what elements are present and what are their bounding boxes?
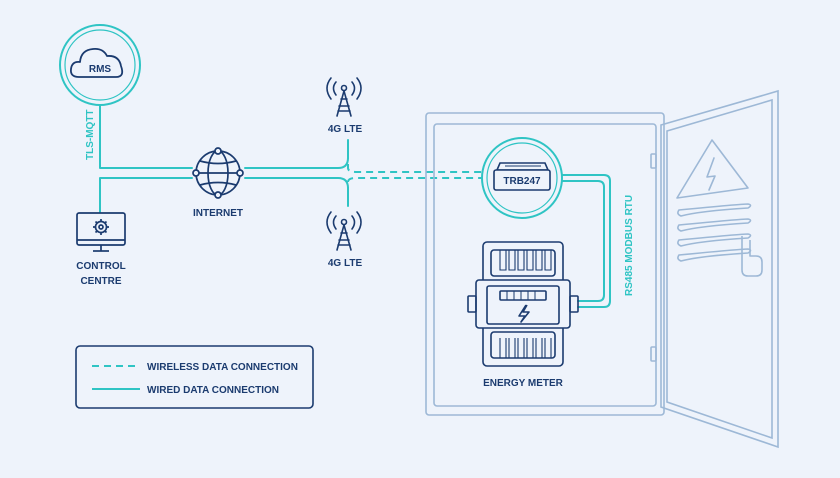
legend-box [75, 345, 314, 409]
rs485-wire-2 [561, 180, 605, 302]
lte-top-wireless [347, 140, 484, 173]
wireless-connections [347, 140, 484, 206]
router-icon [493, 162, 551, 191]
rms-label: RMS [89, 64, 112, 75]
rs485-label: RS485 MODBUS RTU [624, 195, 635, 296]
cloud-icon [70, 47, 124, 78]
trb247-label: TRB247 [503, 176, 541, 187]
internet-lte-wire-bottom [244, 177, 349, 207]
electrical-cabinet [425, 89, 779, 449]
rms-node: RMS [59, 24, 141, 106]
control-wire [99, 177, 193, 214]
rms-wire [99, 103, 193, 169]
energy-meter-node: ENERGY METER [467, 241, 579, 389]
globe-icon [192, 147, 244, 199]
antenna-icon [326, 211, 362, 251]
high-voltage-icon [676, 139, 749, 199]
lte-antenna-bottom: 4G LTE [326, 211, 363, 269]
rs485-wire-1 [561, 174, 611, 308]
monitor-gear-icon [76, 212, 126, 252]
energy-meter-label: ENERGY METER [483, 378, 564, 389]
lte-antenna-top: 4G LTE [326, 77, 363, 135]
internet-label: INTERNET [193, 208, 243, 219]
wired-connections [99, 103, 611, 308]
internet-lte-wire-top [244, 139, 349, 169]
control-centre-label-line1: CONTROL [76, 261, 125, 272]
legend-wired-label: WIRED DATA CONNECTION [147, 385, 279, 396]
legend: WIRELESS DATA CONNECTION WIRED DATA CONN… [75, 345, 314, 409]
control-centre-label-line2: CENTRE [80, 276, 121, 287]
trb247-node: TRB247 [481, 137, 563, 219]
cabinet-door [660, 89, 779, 449]
lte-bottom-wireless [347, 177, 484, 206]
energy-meter-icon [467, 241, 579, 367]
internet-node: INTERNET [192, 147, 244, 219]
cabinet-inner [433, 123, 657, 407]
lte-bottom-label: 4G LTE [328, 258, 363, 269]
cabinet-body [425, 112, 665, 416]
control-centre-node: CONTROL CENTRE [76, 212, 126, 287]
legend-wireless-label: WIRELESS DATA CONNECTION [147, 362, 298, 373]
lte-top-label: 4G LTE [328, 124, 363, 135]
tls-mqtt-label: TLS-MQTT [85, 109, 96, 160]
antenna-icon [326, 77, 362, 117]
